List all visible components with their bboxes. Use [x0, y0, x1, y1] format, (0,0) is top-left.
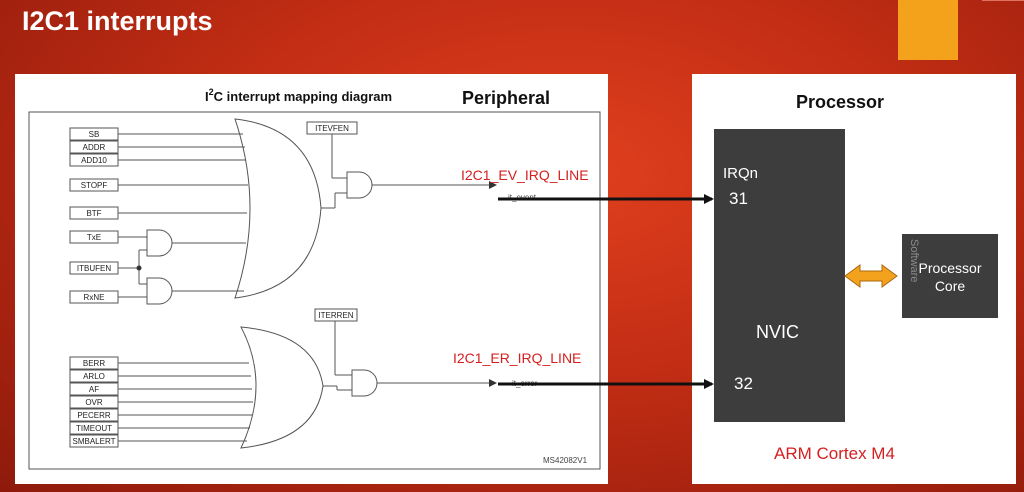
input-label: RxNE [84, 293, 105, 302]
enable-label: ITEVFEN [315, 124, 349, 133]
diagram-title: I2C interrupt mapping diagram [205, 87, 392, 104]
junction-dot [136, 265, 142, 271]
nvic-label: NVIC [756, 322, 800, 342]
input-label: SMBALERT [73, 437, 116, 446]
input-label: BERR [83, 359, 105, 368]
input-label: ADDR [83, 143, 106, 152]
irqn-label: IRQn [723, 165, 759, 182]
peripheral-panel: I2C interrupt mapping diagram [15, 74, 608, 484]
input-label: TxE [87, 233, 101, 242]
input-label: SB [89, 130, 100, 139]
input-label: ITBUFEN [77, 264, 111, 273]
input-label: ARLO [83, 372, 105, 381]
peripheral-heading: Peripheral [462, 88, 551, 108]
irq-31: 31 [729, 189, 748, 208]
input-label: TIMEOUT [76, 424, 112, 433]
input-label: BTF [86, 209, 101, 218]
processor-heading: Processor [796, 92, 885, 112]
event-line-label: I2C1_EV_IRQ_LINE [461, 167, 589, 183]
slide-title: I2C1 interrupts [22, 6, 213, 36]
arm-cortex-label: ARM Cortex M4 [774, 444, 895, 463]
nvic-block: IRQn 31 NVIC 32 [714, 129, 845, 422]
accent-square [898, 0, 958, 60]
bidirectional-arrow [844, 264, 898, 288]
enable-label: ITERREN [318, 311, 353, 320]
error-line-label: I2C1_ER_IRQ_LINE [453, 350, 582, 366]
input-label: ADD10 [81, 156, 107, 165]
input-label: STOPF [81, 181, 108, 190]
input-label: PECERR [77, 411, 111, 420]
input-label: OVR [85, 398, 103, 407]
input-label: AF [89, 385, 99, 394]
diagram-frame [28, 111, 601, 470]
irq-32: 32 [734, 374, 753, 393]
accent-line [982, 0, 1024, 1]
diagram-code: MS42082V1 [543, 456, 588, 465]
